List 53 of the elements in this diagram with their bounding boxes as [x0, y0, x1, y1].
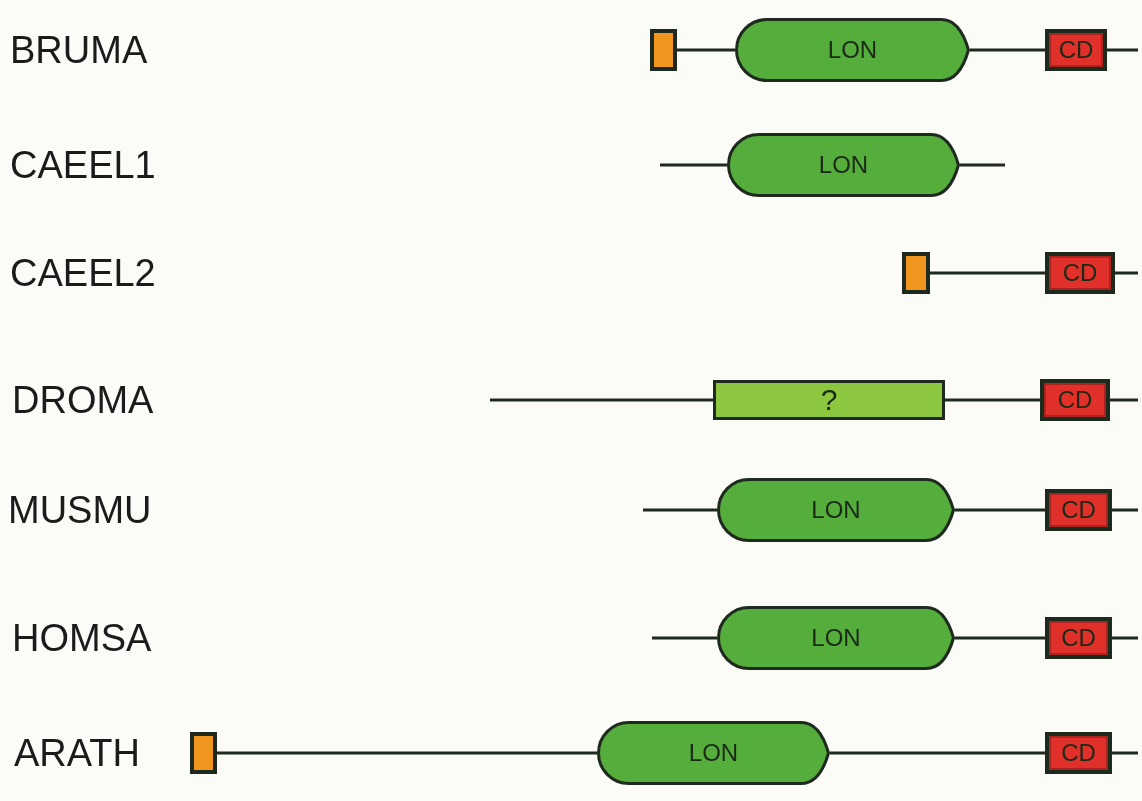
cd-domain — [1045, 252, 1115, 294]
connector-line — [1112, 751, 1138, 755]
connector-line — [677, 48, 735, 52]
small-domain — [902, 252, 930, 294]
cd-domain — [1045, 489, 1112, 531]
connector-line — [1112, 508, 1138, 512]
lon-domain — [727, 133, 960, 197]
connector-line — [930, 271, 1045, 275]
domain-label: CD — [1058, 38, 1094, 62]
connector-line — [1110, 398, 1138, 402]
connector-line — [660, 163, 727, 167]
lon-domain — [597, 721, 830, 785]
connector-line — [643, 508, 717, 512]
unknown-domain — [713, 380, 945, 420]
connector-line — [955, 636, 1045, 640]
connector-line — [1112, 636, 1138, 640]
cd-domain — [1045, 732, 1112, 774]
domain-label: LON — [811, 626, 861, 650]
domain-label: CD — [1057, 388, 1093, 412]
protein-name: HOMSA — [12, 619, 152, 657]
protein-name: MUSMU — [8, 491, 152, 529]
domain-label: CD — [1061, 498, 1096, 522]
cd-domain — [1045, 29, 1107, 71]
connector-line — [970, 48, 1045, 52]
connector-line — [960, 163, 1005, 167]
connector-line — [1115, 271, 1138, 275]
lon-domain — [717, 606, 955, 670]
connector-line — [945, 398, 1040, 402]
protein-name: BRUMA — [10, 31, 148, 69]
domain-label: CD — [1061, 741, 1096, 765]
protein-name: ARATH — [14, 734, 140, 772]
domain-label: LON — [818, 153, 869, 177]
domain-label: CD — [1061, 626, 1096, 650]
protein-name: DROMA — [12, 381, 154, 419]
protein-name: CAEEL2 — [10, 254, 156, 292]
connector-line — [217, 751, 597, 755]
connector-line — [1107, 48, 1138, 52]
connector-line — [830, 751, 1045, 755]
connector-line — [652, 636, 717, 640]
cd-domain — [1045, 617, 1112, 659]
cd-domain — [1040, 379, 1110, 421]
connector-line — [955, 508, 1045, 512]
domain-label: ? — [820, 385, 838, 415]
domain-label: LON — [811, 498, 861, 522]
domain-label: CD — [1062, 261, 1098, 285]
protein-name: CAEEL1 — [10, 146, 156, 184]
lon-domain — [735, 18, 970, 82]
domain-label: LON — [688, 741, 739, 765]
small-domain — [650, 29, 677, 71]
lon-domain — [717, 478, 955, 542]
domain-label: LON — [827, 38, 878, 62]
small-domain — [190, 732, 217, 774]
connector-line — [490, 398, 713, 402]
